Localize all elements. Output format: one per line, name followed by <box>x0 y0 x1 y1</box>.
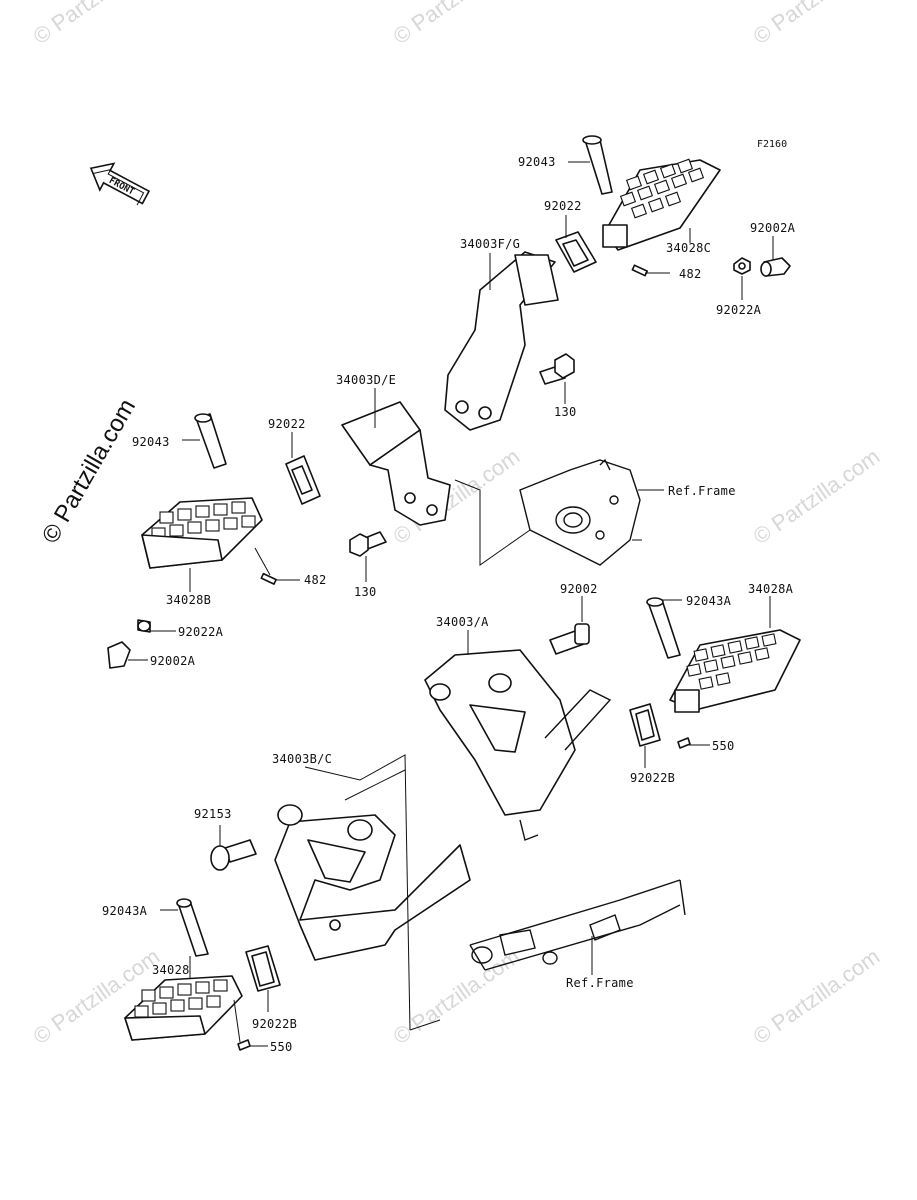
label-34003fg: 34003F/G <box>460 237 520 251</box>
watermark: © Partzilla.com <box>29 0 165 49</box>
figure-code: F2160 <box>757 139 787 150</box>
footpeg-34028c <box>602 158 721 251</box>
label-92002: 92002 <box>560 582 598 596</box>
label-ref-frame-bottom: Ref.Frame <box>566 976 634 990</box>
watermark: © Partzilla.com <box>749 444 885 550</box>
bolt-92002a-top <box>760 257 791 277</box>
bolt-130-top <box>539 353 575 385</box>
part-labels: 92043 92022 34003F/G 34028C 482 92002A 9… <box>102 155 796 1054</box>
cotter-pin-550-right <box>677 737 691 749</box>
bracket-34003fg <box>444 251 559 431</box>
label-92002a-top: 92002A <box>750 221 796 235</box>
front-arrow-icon: FRONT <box>89 162 151 206</box>
nut-92022a-left <box>137 619 151 633</box>
bolt-92002a-left <box>107 641 131 669</box>
washer-92022-top <box>555 231 597 273</box>
watermark: © Partzilla.com <box>749 0 885 49</box>
label-ref-frame-top: Ref.Frame <box>668 484 736 498</box>
cotter-pin-482-left <box>260 572 277 585</box>
frame-section-bottom <box>469 879 686 971</box>
pin-92043-top <box>582 135 613 195</box>
footpeg-34028b <box>141 497 263 569</box>
watermark: © Partzilla.com <box>389 0 525 49</box>
label-92022-mid: 92022 <box>268 417 306 431</box>
label-550-right: 550 <box>712 739 735 753</box>
label-130-mid: 130 <box>354 585 377 599</box>
label-92022b-right: 92022B <box>630 771 675 785</box>
bracket-34003de <box>341 401 451 526</box>
label-92002a-left: 92002A <box>150 654 196 668</box>
label-130-top: 130 <box>554 405 577 419</box>
label-92022a-left: 92022A <box>178 625 224 639</box>
label-92043-top: 92043 <box>518 155 556 169</box>
washer-92022b-right <box>629 703 661 747</box>
label-92022b-left: 92022B <box>252 1017 297 1031</box>
label-550-left: 550 <box>270 1040 293 1054</box>
bracket-34003bc <box>274 804 471 961</box>
label-92153: 92153 <box>194 807 232 821</box>
label-482-left: 482 <box>304 573 327 587</box>
label-92043a-right: 92043A <box>686 594 732 608</box>
label-482-top: 482 <box>679 267 702 281</box>
label-34003de: 34003D/E <box>336 373 396 387</box>
cotter-pin-482-top <box>631 264 648 277</box>
label-34028: 34028 <box>152 963 190 977</box>
frame-section-top <box>519 458 642 566</box>
watermark: © Partzilla.com <box>749 944 885 1050</box>
pin-92043a-left <box>176 898 209 957</box>
label-34003bc: 34003B/C <box>272 752 332 766</box>
label-34003a: 34003/A <box>436 615 489 629</box>
footpeg-34028a <box>669 629 801 713</box>
leader-lines <box>128 161 774 1047</box>
watermark-vertical: © Partzilla.com <box>37 394 141 548</box>
washer-92022b-left <box>245 945 281 992</box>
label-92022a-top: 92022A <box>716 303 762 317</box>
pin-92043a-right <box>646 597 681 659</box>
pin-92043-left <box>194 413 227 469</box>
nut-92022a-top <box>733 257 751 275</box>
label-34028a: 34028A <box>748 582 794 596</box>
washer-92022-mid <box>285 455 321 505</box>
bracket-34003a <box>424 649 612 841</box>
bolt-130-mid <box>349 531 387 557</box>
label-34028c: 34028C <box>666 241 711 255</box>
label-92043-left: 92043 <box>132 435 170 449</box>
label-92022-top: 92022 <box>544 199 582 213</box>
bolt-92153 <box>210 839 257 871</box>
label-92043a-left: 92043A <box>102 904 148 918</box>
label-34028b: 34028B <box>166 593 211 607</box>
footpeg-34028 <box>124 975 243 1041</box>
bolt-92002 <box>549 623 590 655</box>
